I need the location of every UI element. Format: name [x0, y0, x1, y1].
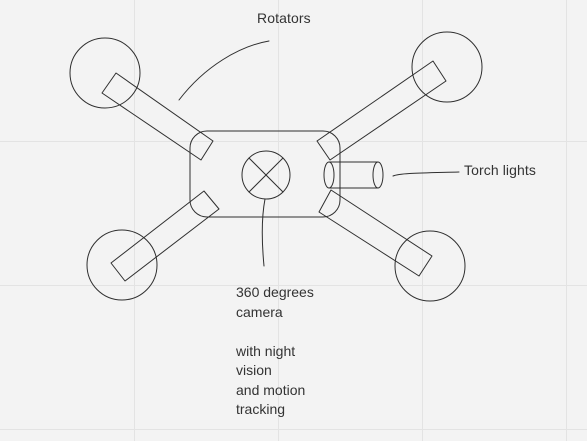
camera-note-line: vision: [236, 362, 272, 378]
camera-note-line: camera: [236, 303, 283, 320]
camera-note: 360 degrees camera with night vision and…: [236, 283, 314, 420]
arm-bottom-right: [318, 189, 433, 277]
camera-note-line: tracking: [236, 401, 286, 417]
torch-leader-line: [392, 171, 460, 177]
rotor-bottom-right: [394, 230, 466, 302]
rotators-leader-line: [178, 40, 270, 101]
rotor-top-right: [411, 31, 483, 103]
camera-leader-line: [261, 198, 266, 267]
rotators-label: Rotators: [257, 10, 311, 26]
camera-note-line: 360 degrees: [236, 284, 314, 300]
rotor-top-left: [69, 37, 141, 109]
drone-body: [189, 130, 341, 218]
torch-lights-label: Torch lights: [464, 162, 537, 178]
torch-light: [323, 161, 384, 189]
camera-lens: [241, 150, 291, 200]
arm-top-right: [316, 60, 447, 161]
camera-cross-b: [248, 157, 284, 193]
arm-top-left: [101, 72, 214, 161]
camera-note-line: and motion: [236, 381, 306, 398]
arm-bottom-left: [110, 190, 220, 282]
rotor-bottom-left: [86, 229, 158, 301]
camera-note-blank-line: [236, 322, 314, 342]
camera-note-line: with night: [236, 342, 296, 359]
